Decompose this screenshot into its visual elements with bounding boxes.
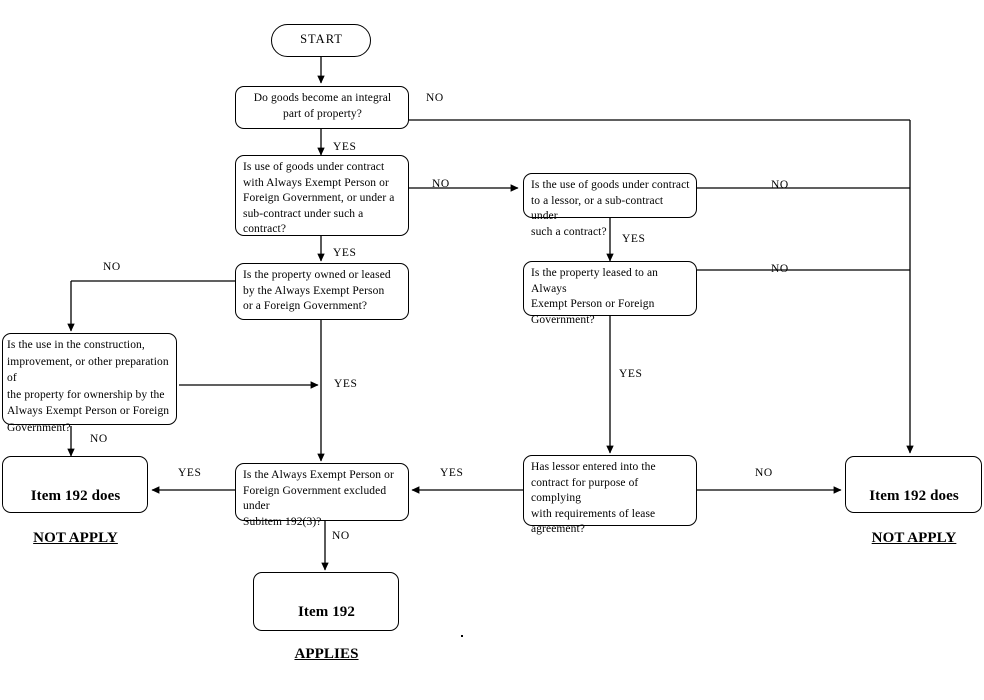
node-q4-construction-improvement[interactable]: Is the use in the construction, improvem… xyxy=(2,333,177,434)
node-q7-lessor-lease-requirements[interactable]: Has lessor entered into the contract for… xyxy=(523,455,697,535)
edge-label-q7-yes: YES xyxy=(440,467,464,479)
node-end-not-apply-left[interactable]: Item 192 does NOT APPLY xyxy=(2,456,148,546)
node-end-applies[interactable]: Item 192 APPLIES xyxy=(253,572,399,662)
stray-dot xyxy=(461,635,463,637)
node-q3-property-owned-or-leased[interactable]: Is the property owned or leased by the A… xyxy=(235,263,409,320)
node-q8-label: Is the Always Exempt Person or Foreign G… xyxy=(243,469,394,528)
node-q1-label: Do goods become an integral part of prop… xyxy=(253,92,392,120)
node-q2-label: Is use of goods under contract with Alwa… xyxy=(243,161,395,235)
node-q1-integral-part[interactable]: Do goods become an integral part of prop… xyxy=(235,86,409,129)
edge-label-q5-no: NO xyxy=(771,179,789,191)
node-q4-label: Is the use in the construction, improvem… xyxy=(7,339,170,434)
edge-label-q2-yes: YES xyxy=(333,247,357,259)
node-end-not-apply-right[interactable]: Item 192 does NOT APPLY xyxy=(845,456,982,546)
edge-label-q8-no: NO xyxy=(332,530,350,542)
edge-label-q6-no: NO xyxy=(771,263,789,275)
node-q5-contract-to-lessor[interactable]: Is the use of goods under contract to a … xyxy=(523,173,697,238)
node-start[interactable]: START xyxy=(271,24,371,57)
edge-label-q1-yes: YES xyxy=(333,141,357,153)
node-q5-label: Is the use of goods under contract to a … xyxy=(531,179,690,238)
edge-label-q3-no: NO xyxy=(103,261,121,273)
edge-label-q4-no: NO xyxy=(90,433,108,445)
node-q2-always-exempt-contract[interactable]: Is use of goods under contract with Alwa… xyxy=(235,155,409,236)
node-q3-label: Is the property owned or leased by the A… xyxy=(243,269,391,312)
node-end-not-apply-left-line1: Item 192 does xyxy=(30,488,121,504)
edge-label-q7-no: NO xyxy=(755,467,773,479)
node-q6-leased-to-always-exempt[interactable]: Is the property leased to an Always Exem… xyxy=(523,261,697,326)
edge-label-q2-no: NO xyxy=(432,178,450,190)
node-q6-label: Is the property leased to an Always Exem… xyxy=(531,267,659,326)
node-end-applies-line2: APPLIES xyxy=(294,646,359,662)
node-start-label: START xyxy=(300,32,343,46)
edge-label-q1-no: NO xyxy=(426,92,444,104)
node-end-not-apply-right-line2: NOT APPLY xyxy=(871,530,957,546)
edge-label-q5-yes: YES xyxy=(622,233,646,245)
node-end-applies-line1: Item 192 xyxy=(297,604,356,620)
edge-label-q3-yes: YES xyxy=(334,378,358,390)
node-q8-excluded-subitem-192-3[interactable]: Is the Always Exempt Person or Foreign G… xyxy=(235,463,409,528)
node-end-not-apply-left-line2: NOT APPLY xyxy=(33,530,118,546)
node-q7-label: Has lessor entered into the contract for… xyxy=(531,461,656,535)
node-end-not-apply-right-line1: Item 192 does xyxy=(869,488,959,504)
edge-label-q8-yes: YES xyxy=(178,467,202,479)
edge-label-q6-yes: YES xyxy=(619,368,643,380)
